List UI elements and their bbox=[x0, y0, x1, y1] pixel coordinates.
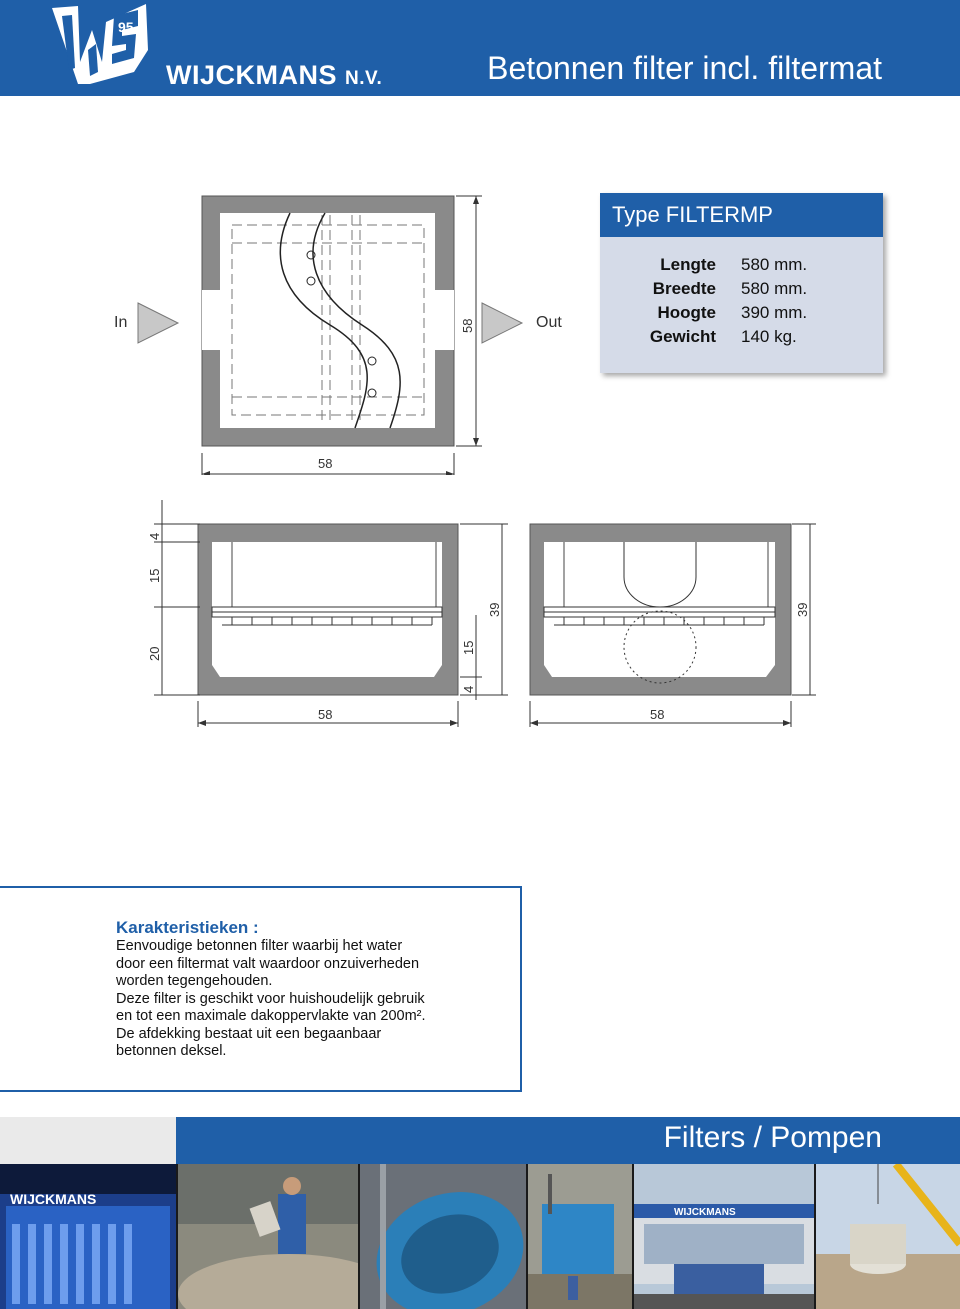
characteristics-title: Karakteristieken : bbox=[116, 918, 259, 937]
photo-crane-tank bbox=[816, 1164, 960, 1309]
spec-label: Lengte bbox=[660, 255, 716, 274]
out-label: Out bbox=[536, 314, 562, 331]
characteristics-line: De afdekking bestaat uit een begaanbaar bbox=[116, 1025, 382, 1042]
spec-value: 390 mm. bbox=[741, 303, 808, 322]
spec-label: Breedte bbox=[652, 279, 716, 298]
dim-top-label: 4 bbox=[147, 533, 162, 540]
page-title: Betonnen filter incl. filtermat bbox=[487, 50, 882, 86]
dim-right-4-label: 4 bbox=[461, 686, 476, 693]
dim-right-15-label: 15 bbox=[461, 641, 476, 655]
dim-mid-label: 15 bbox=[147, 569, 162, 583]
characteristics-box: Karakteristieken : Eenvoudige betonnen f… bbox=[0, 886, 522, 1092]
right-width-dim-label: 58 bbox=[650, 707, 664, 722]
spec-row-weight: Gewicht 140 kg. bbox=[600, 327, 883, 351]
photo-blue-mold bbox=[360, 1164, 526, 1309]
left-width-dim-label: 58 bbox=[318, 707, 332, 722]
svg-text:95: 95 bbox=[118, 19, 134, 35]
company-logo: 95 bbox=[52, 4, 148, 84]
length-dim-label: 58 bbox=[460, 319, 475, 333]
characteristics-text: Eenvoudige betonnen filter waarbij het w… bbox=[116, 938, 446, 1061]
photo-blue-tank bbox=[528, 1164, 632, 1309]
spec-type-title: Type FILTERMP bbox=[600, 193, 883, 237]
characteristics-line: betonnen deksel. bbox=[116, 1043, 227, 1059]
spec-value: 580 mm. bbox=[741, 279, 808, 298]
photo-worker-pouring bbox=[178, 1164, 358, 1309]
spec-value: 140 kg. bbox=[741, 327, 797, 346]
top-view-drawing: In Out 58 58 bbox=[114, 195, 562, 475]
photo-building-night: WIJCKMANS bbox=[0, 1164, 176, 1309]
characteristics-line: Deze filter is geschikt voor huishoudeli… bbox=[116, 990, 425, 1007]
spec-value: 580 mm. bbox=[741, 255, 808, 274]
characteristics-line: en tot een maximale dakoppervlakte van 2… bbox=[116, 1008, 426, 1024]
spec-box: Type FILTERMP Lengte 580 mm. Breedte 580… bbox=[600, 193, 883, 373]
photo-sign-text: WIJCKMANS bbox=[10, 1191, 96, 1207]
height-dim-label: 39 bbox=[487, 603, 502, 617]
width-dim-label: 58 bbox=[318, 456, 332, 471]
spec-row-width: Breedte 580 mm. bbox=[600, 279, 883, 303]
spec-label: Hoogte bbox=[657, 303, 716, 322]
photo-truck-sign-text: WIJCKMANS bbox=[674, 1207, 736, 1218]
characteristics-line: Eenvoudige betonnen filter waarbij het w… bbox=[116, 938, 403, 954]
photo-truck-building: WIJCKMANS bbox=[634, 1164, 814, 1309]
company-name: WIJCKMANS N.V. bbox=[166, 60, 383, 90]
spec-row-height: Hoogte 390 mm. bbox=[600, 303, 883, 327]
section-right: 39 58 bbox=[529, 523, 816, 727]
footer-band bbox=[176, 1117, 960, 1164]
right-height-dim-label: 39 bbox=[795, 603, 810, 617]
spec-label: Gewicht bbox=[649, 327, 716, 346]
in-arrow-icon bbox=[137, 302, 180, 344]
characteristics-line: door een filtermat valt waardoor onzuive… bbox=[116, 955, 420, 972]
photo-strip: WIJCKMANS WIJCKMANS bbox=[0, 1164, 960, 1309]
out-arrow-icon bbox=[481, 302, 524, 344]
in-label: In bbox=[114, 314, 127, 331]
section-views-drawing: 4 15 20 39 15 4 58 bbox=[147, 500, 816, 727]
dim-bottom-label: 20 bbox=[147, 647, 162, 661]
characteristics-line: worden tegengehouden. bbox=[116, 973, 273, 989]
header-bar: 95 WIJCKMANS N.V. Betonnen filter incl. … bbox=[0, 0, 960, 96]
top-view-inner bbox=[220, 213, 435, 428]
footer-title: Filters / Pompen bbox=[663, 1121, 882, 1154]
spec-row-length: Lengte 580 mm. bbox=[600, 255, 883, 279]
section-left: 4 15 20 39 15 4 58 bbox=[147, 500, 508, 727]
